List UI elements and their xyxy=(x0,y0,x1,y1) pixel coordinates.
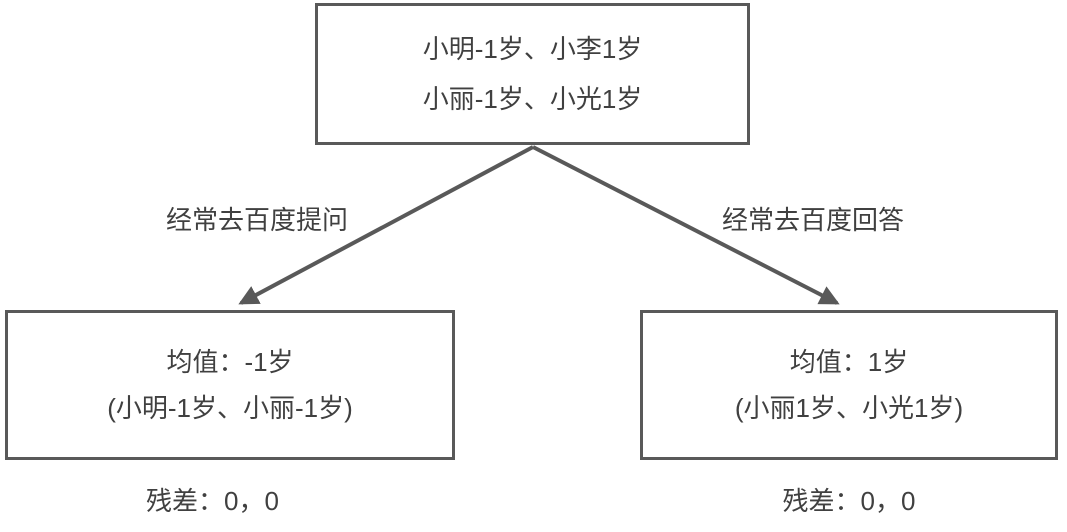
root-node-line1: 小明-1岁、小李1岁 xyxy=(422,34,643,64)
right-leaf-mean: 均值：1岁 xyxy=(789,347,909,377)
right-leaf-node: 均值：1岁 (小丽1岁、小光1岁) xyxy=(640,310,1058,460)
root-node-line2: 小丽-1岁、小光1岁 xyxy=(422,84,643,114)
right-residual-label: 残差：0，0 xyxy=(782,486,916,516)
left-leaf-mean: 均值：-1岁 xyxy=(166,347,294,377)
left-leaf-members: (小明-1岁、小丽-1岁) xyxy=(107,393,353,423)
root-node: 小明-1岁、小李1岁 小丽-1岁、小光1岁 xyxy=(315,3,750,145)
right-leaf-members: (小丽1岁、小光1岁) xyxy=(734,393,964,423)
left-edge-label: 经常去百度提问 xyxy=(165,205,348,235)
left-leaf-node: 均值：-1岁 (小明-1岁、小丽-1岁) xyxy=(5,310,455,460)
right-edge-label: 经常去百度回答 xyxy=(721,205,904,235)
left-residual-label: 残差：0，0 xyxy=(146,486,279,516)
